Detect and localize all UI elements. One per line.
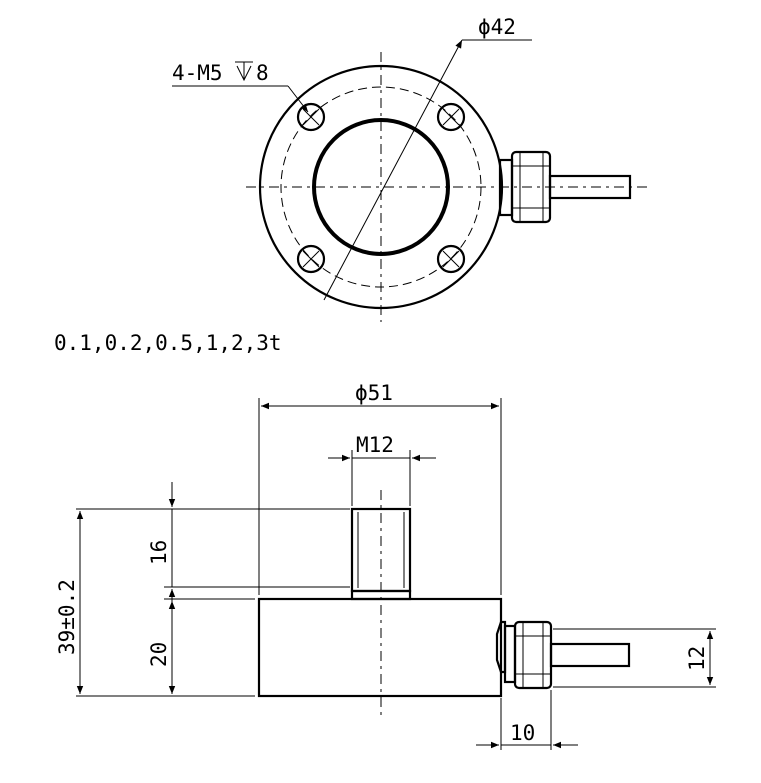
dim-20: 20 (147, 601, 176, 694)
bolt-hole-tl (296, 102, 326, 132)
dim-thread: 4-M5 8 (172, 61, 309, 113)
bolt-hole-br (436, 244, 466, 274)
inner-boss-circle (312, 118, 450, 256)
side-view: ϕ51 M12 16 20 39 (55, 381, 716, 750)
dim-m12: M12 (328, 433, 436, 506)
dim-16: 16 (147, 482, 176, 610)
dim-39-text: 39±0.2 (55, 579, 79, 655)
bolt-hole-bl (296, 244, 326, 274)
cable-gland-top (498, 150, 632, 224)
dim-thread-text: 4-M5 (172, 61, 223, 85)
dim-depth-text: 8 (256, 61, 269, 85)
dim-phi42-text: ϕ42 (478, 15, 516, 39)
dim-m12-text: M12 (356, 433, 394, 457)
top-view: ϕ42 4-M5 8 (172, 15, 648, 322)
dim-12: 12 (553, 628, 716, 688)
body (257, 597, 503, 698)
dim-39: 39±0.2 (55, 511, 84, 694)
dim-phi51-text: ϕ51 (355, 381, 393, 405)
dim-phi42: ϕ42 (323, 15, 532, 301)
dim-12-text: 12 (685, 646, 709, 671)
dim-10-text: 10 (510, 721, 535, 745)
dim-10: 10 (476, 690, 578, 750)
dim-16-text: 16 (147, 540, 171, 565)
dim-phi51: ϕ51 (258, 381, 502, 595)
cable-gland-side (495, 620, 631, 690)
bolt-hole-tr (436, 102, 466, 132)
dim-20-text: 20 (147, 642, 171, 667)
depth-icon (235, 61, 253, 82)
stud (350, 507, 412, 601)
capacities-text: 0.1,0.2,0.5,1,2,3t (54, 331, 282, 355)
